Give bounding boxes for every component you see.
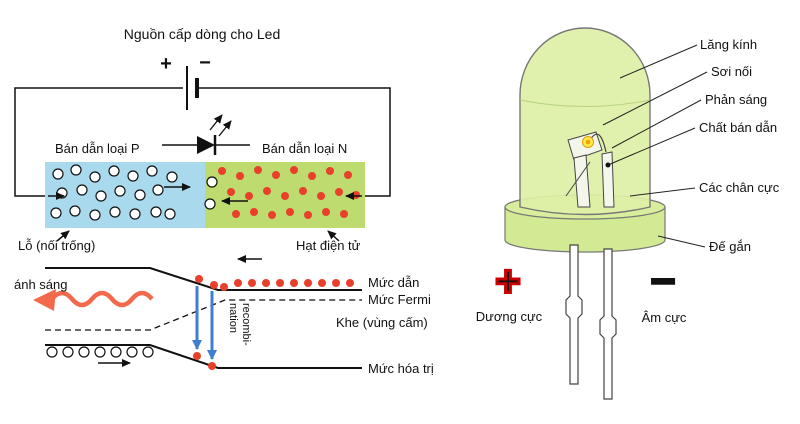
battery-symbol xyxy=(186,66,199,110)
circuit-group: Nguồn cấp dòng cho Led + − xyxy=(14,26,391,197)
carrier-flow-arrows xyxy=(48,183,362,205)
diode-light-arrows xyxy=(209,114,232,137)
gap-label: Khe (vùng cấm) xyxy=(336,315,428,330)
recombination-label-line2: nation xyxy=(227,303,239,333)
junction-hole-dots xyxy=(204,176,218,210)
electrons-caption-label: Hạt điện tử xyxy=(296,238,361,253)
recombination-arrows xyxy=(192,286,217,360)
valence-hole-dots xyxy=(46,346,154,358)
power-source-label: Nguồn cấp dòng cho Led xyxy=(124,26,280,42)
light-wave-arrowhead xyxy=(33,289,56,311)
pointer-line-lens xyxy=(619,44,698,79)
led-internals xyxy=(565,131,615,208)
pointer-line-base xyxy=(657,235,706,248)
conduction-band-line xyxy=(45,267,362,291)
conduction-label: Mức dẫn xyxy=(368,275,419,290)
led-post xyxy=(601,151,615,208)
pointer-line-bondwire xyxy=(602,71,708,126)
part-label-leads: Các chân cực xyxy=(699,180,780,195)
battery-minus-label: − xyxy=(199,52,211,74)
anode-plus-sign: + xyxy=(495,257,521,306)
conduction-electron-dots xyxy=(195,275,354,291)
recombination-label: recombi- nation xyxy=(227,303,252,346)
pointer-line-semiconductor xyxy=(607,127,696,166)
fermi-level-line xyxy=(45,299,362,331)
part-label-reflector: Phản sáng xyxy=(705,92,767,107)
n-region-label: Bán dẫn loại N xyxy=(262,141,347,156)
valence-label: Mức hóa trị xyxy=(368,361,434,376)
part-label-lens: Lăng kính xyxy=(700,37,757,52)
hole-dots xyxy=(50,164,178,221)
p-region-rect xyxy=(45,162,205,228)
holes-caption-arrow xyxy=(56,230,70,242)
part-label-base: Đế gắn xyxy=(709,239,751,254)
band-diagram-group: recombi- nation ánh sáng Mức dẫn Mức Fer… xyxy=(14,255,434,376)
pn-block-group: Bán dẫn loại P Bán dẫn loại N xyxy=(18,141,365,253)
pointer-line-reflector xyxy=(611,99,702,149)
circuit-wires xyxy=(14,87,391,197)
battery-plus-label: + xyxy=(160,53,172,75)
cathode-minus-sign: − xyxy=(650,257,676,306)
led-flange-side xyxy=(504,206,666,253)
recombination-label-line1: recombi- xyxy=(240,303,252,346)
electron-dots xyxy=(218,166,360,219)
dome-joint-line xyxy=(519,99,651,107)
anvil-edge-line xyxy=(565,161,591,197)
valence-band-line xyxy=(45,344,362,369)
led-die xyxy=(585,139,591,145)
light-wave-arrow xyxy=(50,290,154,308)
led-dome-body xyxy=(519,27,651,216)
pointer-lines xyxy=(602,44,708,248)
cathode-label: Âm cực xyxy=(642,310,687,325)
electrons-caption-arrow xyxy=(327,230,340,242)
anode-label: Dương cực xyxy=(476,309,543,324)
led-lead-anode xyxy=(565,244,583,385)
led-diode-symbol xyxy=(162,135,250,155)
recombination-dots xyxy=(193,352,216,370)
light-label: ánh sáng xyxy=(14,277,68,292)
part-label-semiconductor: Chất bán dẫn xyxy=(699,120,777,135)
p-region-label: Bán dẫn loại P xyxy=(55,141,140,156)
part-label-bondwire: Sơi nối xyxy=(711,64,752,79)
led-lead-cathode xyxy=(599,248,617,400)
semiconductor-pointer-dot xyxy=(605,162,611,168)
pointer-line-leads xyxy=(629,187,696,197)
led-structure-group: Lăng kính Sơi nối Phản sáng Chất bán dẫn… xyxy=(476,27,780,400)
holes-caption-label: Lỗ (nối trống) xyxy=(18,238,95,253)
fermi-label: Mức Fermi xyxy=(368,292,431,307)
